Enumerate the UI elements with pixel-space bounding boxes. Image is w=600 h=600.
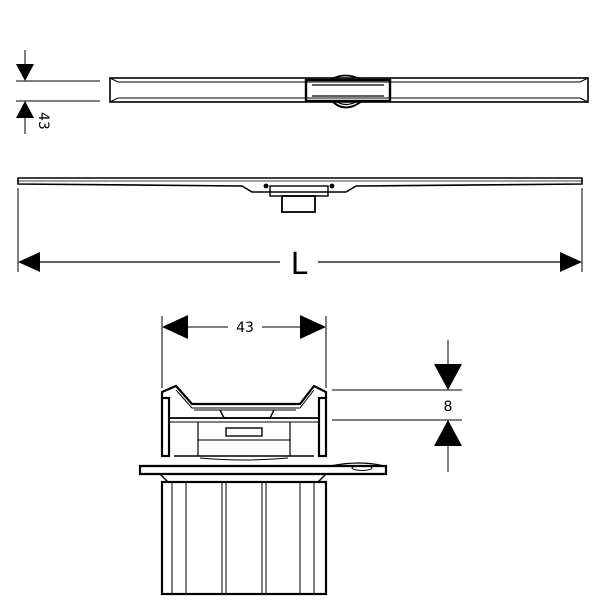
arrow-down-icon	[434, 364, 462, 390]
cover-profile	[160, 384, 328, 406]
section-view	[138, 384, 388, 596]
arrow-left-icon	[18, 252, 40, 272]
outlet-pipe	[160, 480, 328, 596]
side-view	[17, 177, 583, 213]
dimension-cover-height: 8	[332, 340, 462, 472]
dim-section-width-label: 43	[236, 320, 254, 336]
top-view	[109, 74, 589, 109]
flange	[138, 464, 388, 476]
dim-top-height-label: 43	[35, 112, 51, 130]
dimension-top-height: 43	[16, 50, 100, 134]
arrow-right-icon	[300, 315, 326, 339]
dimension-section-width: 43	[161, 315, 327, 388]
arrow-up-icon	[16, 101, 34, 118]
channel-wall-right	[317, 396, 328, 458]
outlet-side	[269, 185, 329, 197]
arrow-right-icon	[560, 252, 582, 272]
dim-length-label: L	[291, 247, 308, 282]
arrow-up-icon	[434, 420, 462, 446]
drain-unit-top	[304, 78, 392, 103]
channel-profile	[17, 177, 583, 193]
channel-wall-left	[160, 396, 171, 458]
arrow-down-icon	[16, 64, 34, 81]
arrow-left-icon	[162, 315, 188, 339]
dimension-length: L	[17, 188, 583, 282]
dim-cover-height-label: 8	[444, 399, 453, 415]
